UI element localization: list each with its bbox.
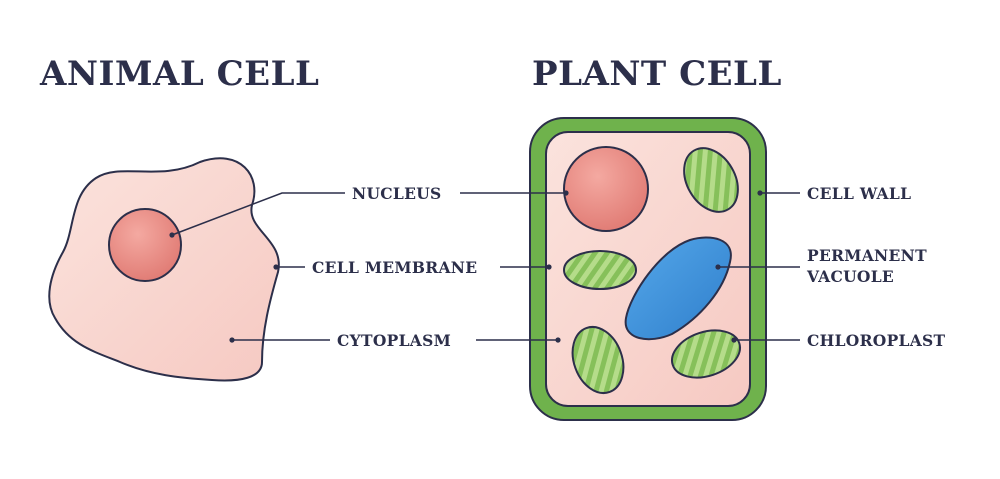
label-chloroplast: CHLOROPLAST <box>807 331 946 350</box>
chloroplast-bottom-left <box>571 326 625 394</box>
animal-cell-title: ANIMAL CELL <box>40 54 320 94</box>
label-cell-membrane: CELL MEMBRANE <box>312 258 478 277</box>
label-cytoplasm: CYTOPLASM <box>337 331 452 350</box>
animal-nucleus <box>108 208 182 282</box>
chloroplast-top-right <box>683 147 739 213</box>
permanent-vacuole <box>624 236 732 341</box>
label-permanent-vacuole: PERMANENT VACUOLE <box>807 246 927 286</box>
chloroplast-middle-left <box>563 250 637 290</box>
label-nucleus: NUCLEUS <box>352 184 442 203</box>
label-cell-wall: CELL WALL <box>807 184 912 203</box>
leader-lines <box>169 190 800 343</box>
plant-cell-title: PLANT CELL <box>532 54 782 94</box>
plant-nucleus <box>563 146 649 232</box>
chloroplast-bottom-right <box>671 329 741 379</box>
